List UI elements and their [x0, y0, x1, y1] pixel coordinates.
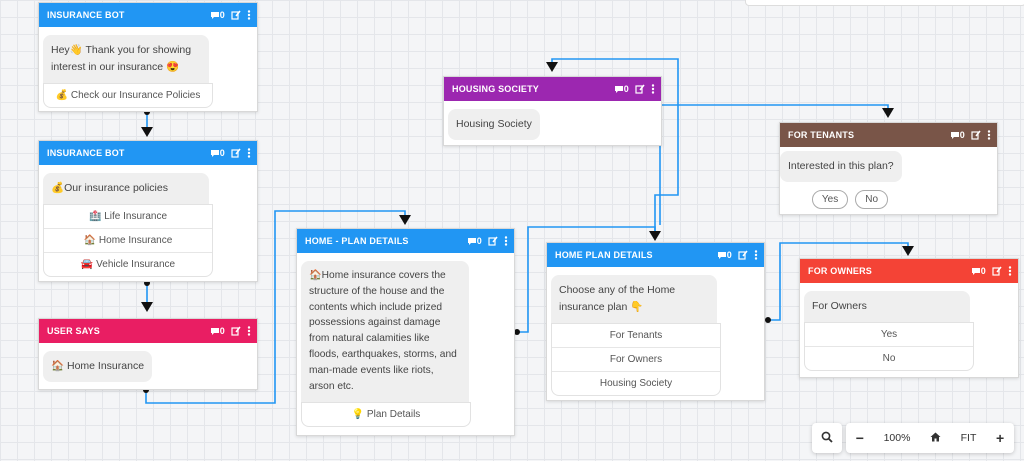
search-control[interactable]: [812, 423, 842, 453]
arrow-head: [902, 246, 914, 256]
option-vehicle-insurance[interactable]: 🚘 Vehicle Insurance: [44, 251, 212, 276]
node-header: USER SAYS 0: [39, 319, 257, 343]
node-user-says[interactable]: USER SAYS 0 🏠 Home Insurance: [38, 318, 258, 390]
more-vertical-icon[interactable]: [754, 250, 758, 260]
arrow-head: [399, 215, 411, 225]
message-bubble: Housing Society: [448, 109, 540, 140]
node-title: FOR TENANTS: [788, 130, 855, 140]
node-header: HOUSING SOCIETY 0: [444, 77, 661, 101]
comment-count: 0: [623, 84, 629, 94]
offscreen-card: [745, 0, 1024, 6]
message-bubble: Choose any of the Home insurance plan 👇: [551, 275, 717, 323]
message-bubble: Hey👋 Thank you for showing interest in o…: [43, 35, 209, 83]
option-check-policies[interactable]: 💰 Check our Insurance Policies: [44, 82, 212, 107]
edit-icon[interactable]: [992, 266, 1002, 276]
node-title: USER SAYS: [47, 326, 100, 336]
edit-icon[interactable]: [971, 130, 981, 140]
search-icon[interactable]: [821, 431, 833, 446]
message-bubble: 🏠 Home Insurance: [43, 351, 153, 382]
home-icon[interactable]: [930, 432, 941, 445]
zoom-out-button[interactable]: −: [855, 430, 864, 446]
node-header: HOME PLAN DETAILS 0: [547, 243, 764, 267]
message-bubble: 💰Our insurance policies: [43, 173, 209, 204]
option-for-owners[interactable]: For Owners: [552, 346, 720, 371]
edit-icon[interactable]: [231, 148, 241, 158]
option-life-insurance[interactable]: 🏥 Life Insurance: [44, 203, 212, 228]
comment-icon[interactable]: 0: [210, 148, 225, 158]
node-header: FOR TENANTS 0: [780, 123, 997, 147]
edit-icon[interactable]: [488, 236, 498, 246]
edit-icon[interactable]: [231, 10, 241, 20]
comment-icon[interactable]: 0: [467, 236, 482, 246]
zoom-level: 100%: [883, 432, 911, 444]
node-home-plan-details-2[interactable]: HOME PLAN DETAILS 0 Choose any of the Ho…: [546, 242, 765, 401]
comment-count: 0: [980, 266, 986, 276]
more-vertical-icon[interactable]: [247, 148, 251, 158]
comment-icon[interactable]: 0: [210, 10, 225, 20]
message-bubble: 🏠Home insurance covers the structure of …: [301, 261, 469, 402]
option-yes[interactable]: Yes: [805, 321, 973, 346]
node-for-owners[interactable]: FOR OWNERS 0 For Owners Yes No: [799, 258, 1019, 378]
comment-count: 0: [219, 10, 225, 20]
option-plan-details[interactable]: 💡 Plan Details: [302, 401, 470, 426]
comment-count: 0: [219, 148, 225, 158]
comment-count: 0: [476, 236, 482, 246]
node-header: INSURANCE BOT 0: [39, 3, 257, 27]
option-for-tenants[interactable]: For Tenants: [552, 322, 720, 347]
comment-icon[interactable]: 0: [210, 326, 225, 336]
edit-icon[interactable]: [738, 250, 748, 260]
option-no[interactable]: No: [805, 345, 973, 370]
node-title: FOR OWNERS: [808, 266, 872, 276]
arrow-head: [882, 108, 894, 118]
arrow-head: [649, 231, 661, 241]
message-bubble: For Owners: [804, 291, 970, 322]
more-vertical-icon[interactable]: [651, 84, 655, 94]
node-title: INSURANCE BOT: [47, 148, 125, 158]
comment-count: 0: [959, 130, 965, 140]
node-for-tenants[interactable]: FOR TENANTS 0 Interested in this plan? Y…: [779, 122, 998, 215]
node-header: INSURANCE BOT 0: [39, 141, 257, 165]
message-bubble: Interested in this plan?: [780, 151, 902, 182]
edit-icon[interactable]: [231, 326, 241, 336]
node-title: HOME PLAN DETAILS: [555, 250, 653, 260]
node-insurance-bot-2[interactable]: INSURANCE BOT 0 💰Our insurance policies …: [38, 140, 258, 282]
comment-icon[interactable]: 0: [971, 266, 986, 276]
node-title: HOUSING SOCIETY: [452, 84, 540, 94]
node-insurance-bot-1[interactable]: INSURANCE BOT 0 Hey👋 Thank you for showi…: [38, 2, 258, 112]
edge-housing-society-to-for-tenants: [660, 104, 889, 113]
comment-count: 0: [726, 250, 732, 260]
edit-icon[interactable]: [635, 84, 645, 94]
option-housing-society[interactable]: Housing Society: [552, 370, 720, 395]
more-vertical-icon[interactable]: [1008, 266, 1012, 276]
more-vertical-icon[interactable]: [504, 236, 508, 246]
node-title: INSURANCE BOT: [47, 10, 125, 20]
comment-count: 0: [219, 326, 225, 336]
arrow-head: [546, 62, 558, 72]
node-housing-society[interactable]: HOUSING SOCIETY 0 Housing Society: [443, 76, 662, 146]
comment-icon[interactable]: 0: [950, 130, 965, 140]
zoom-in-button[interactable]: +: [995, 430, 1005, 446]
yes-button[interactable]: Yes: [811, 189, 849, 209]
more-vertical-icon[interactable]: [987, 130, 991, 140]
fit-button[interactable]: FIT: [960, 432, 977, 444]
comment-icon[interactable]: 0: [614, 84, 629, 94]
more-vertical-icon[interactable]: [247, 326, 251, 336]
comment-icon[interactable]: 0: [717, 250, 732, 260]
option-home-insurance[interactable]: 🏠 Home Insurance: [44, 227, 212, 252]
node-header: FOR OWNERS 0: [800, 259, 1018, 283]
more-vertical-icon[interactable]: [247, 10, 251, 20]
no-button[interactable]: No: [855, 189, 889, 209]
arrow-head: [141, 302, 153, 312]
node-title: HOME - PLAN DETAILS: [305, 236, 409, 246]
node-header: HOME - PLAN DETAILS 0: [297, 229, 514, 253]
zoom-toolbar: − 100% FIT +: [846, 423, 1014, 453]
port-dot: [765, 317, 771, 323]
arrow-head: [141, 127, 153, 137]
node-home-plan-details-1[interactable]: HOME - PLAN DETAILS 0 🏠Home insurance co…: [296, 228, 515, 436]
